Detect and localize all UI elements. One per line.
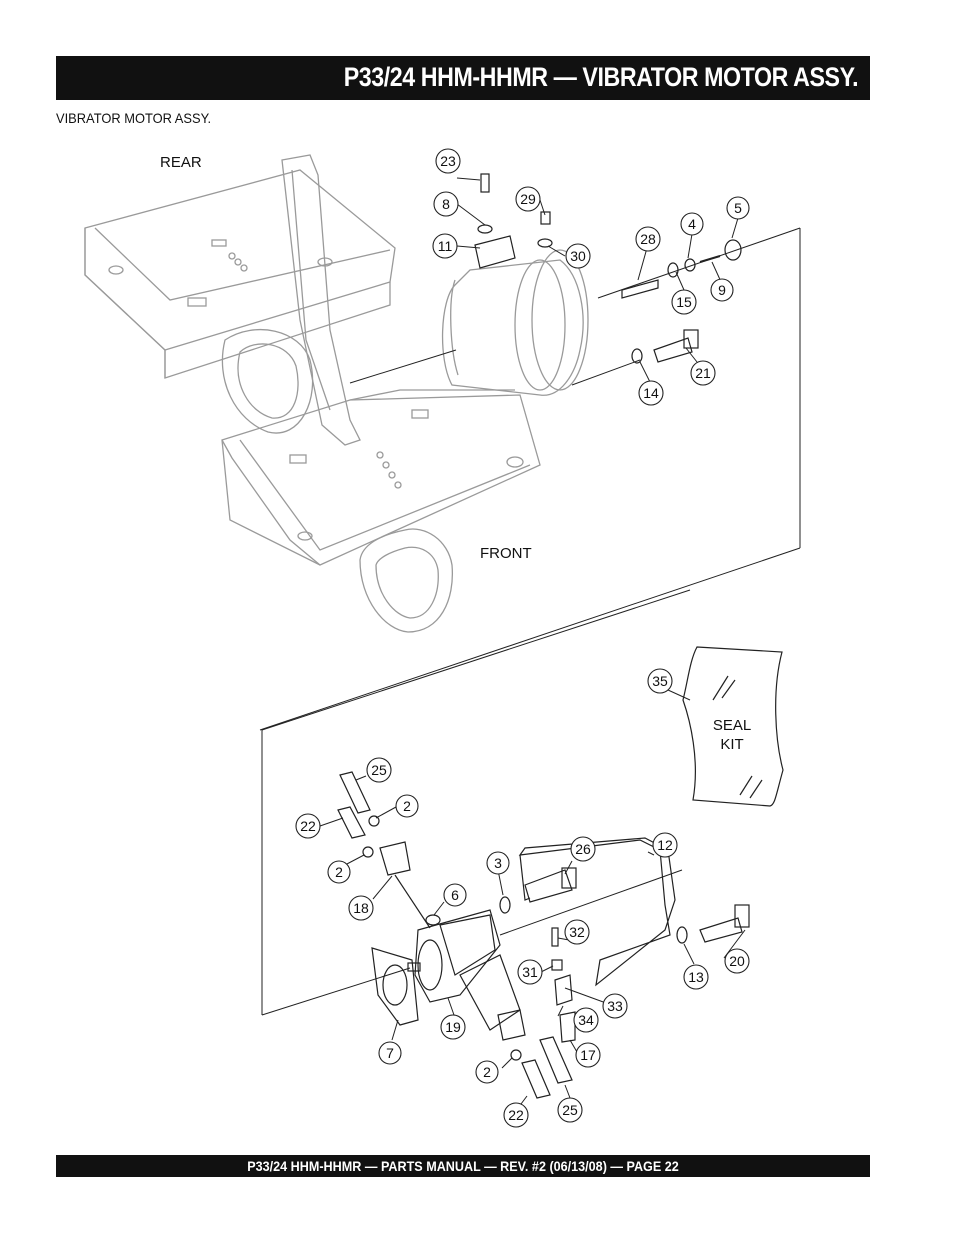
- svg-text:8: 8: [442, 196, 450, 212]
- svg-text:34: 34: [578, 1012, 594, 1028]
- callout-35: 35: [647, 668, 673, 694]
- page-footer-bar: P33/24 HHM-HHMR — PARTS MANUAL — REV. #2…: [56, 1155, 870, 1177]
- vibrator-motor-upper: [441, 235, 589, 396]
- callout-3: 3: [486, 851, 510, 875]
- svg-text:11: 11: [438, 238, 453, 254]
- callout-15: 15: [671, 289, 697, 315]
- callout-2-top: 2: [395, 794, 419, 818]
- callout-22-bottom: 22: [503, 1102, 529, 1128]
- svg-text:28: 28: [640, 231, 656, 247]
- callout-6: 6: [443, 883, 467, 907]
- page-header-bar: P33/24 HHM-HHMR — VIBRATOR MOTOR ASSY.: [56, 56, 870, 100]
- callout-18: 18: [348, 895, 374, 921]
- callout-30: 30: [565, 243, 591, 269]
- callout-22-top: 22: [295, 813, 321, 839]
- callout-25-bottom: 25: [557, 1097, 583, 1123]
- svg-text:7: 7: [386, 1045, 394, 1061]
- callout-17: 17: [575, 1042, 601, 1068]
- callout-29: 29: [515, 186, 541, 212]
- svg-text:23: 23: [440, 153, 456, 169]
- callout-2-mid: 2: [327, 860, 351, 884]
- callout-33: 33: [602, 993, 628, 1019]
- svg-text:21: 21: [695, 365, 711, 381]
- svg-text:6: 6: [451, 887, 459, 903]
- svg-text:26: 26: [575, 841, 591, 857]
- rear-label: REAR: [160, 154, 202, 171]
- svg-text:25: 25: [562, 1102, 578, 1118]
- svg-text:18: 18: [353, 900, 369, 916]
- callout-23: 23: [435, 148, 461, 174]
- svg-text:33: 33: [607, 998, 623, 1014]
- svg-text:31: 31: [522, 964, 538, 980]
- callout-13: 13: [683, 964, 709, 990]
- svg-text:32: 32: [569, 924, 585, 940]
- svg-text:4: 4: [688, 216, 696, 232]
- svg-text:20: 20: [729, 953, 745, 969]
- hydraulic-motor-lower: [337, 771, 750, 1099]
- svg-text:22: 22: [508, 1107, 524, 1123]
- callout-25-top: 25: [366, 757, 392, 783]
- svg-text:35: 35: [652, 673, 668, 689]
- upper-leader-lines: [259, 177, 801, 731]
- callout-34: 34: [573, 1007, 599, 1033]
- callout-20: 20: [724, 948, 750, 974]
- svg-text:22: 22: [300, 818, 316, 834]
- section-subtitle: VIBRATOR MOTOR ASSY.: [56, 110, 212, 126]
- page-title: P33/24 HHM-HHMR — VIBRATOR MOTOR ASSY.: [343, 62, 859, 92]
- svg-text:2: 2: [403, 798, 411, 814]
- seal-kit-bag: SEAL KIT: [682, 646, 784, 807]
- callout-9: 9: [710, 278, 734, 302]
- callout-5: 5: [726, 196, 750, 220]
- lower-frame-lines: [261, 589, 691, 1016]
- callout-2-bottom: 2: [475, 1060, 499, 1084]
- svg-text:17: 17: [580, 1047, 596, 1063]
- callout-14: 14: [638, 380, 664, 406]
- callout-21: 21: [690, 360, 716, 386]
- svg-text:3: 3: [494, 855, 502, 871]
- svg-text:2: 2: [335, 864, 343, 880]
- svg-text:13: 13: [688, 969, 704, 985]
- svg-text:25: 25: [371, 762, 387, 778]
- bracket-drawing: [518, 837, 676, 987]
- svg-text:14: 14: [643, 385, 659, 401]
- callout-19: 19: [440, 1014, 466, 1040]
- seal-kit-label-line1: SEAL: [713, 717, 751, 734]
- upper-small-parts: [477, 173, 742, 364]
- callout-26: 26: [570, 836, 596, 862]
- seal-kit-label-line2: KIT: [720, 736, 743, 753]
- svg-text:5: 5: [734, 200, 742, 216]
- callout-11: 11: [432, 233, 458, 259]
- callout-4: 4: [680, 212, 704, 236]
- svg-text:30: 30: [570, 248, 586, 264]
- callout-28: 28: [635, 226, 661, 252]
- svg-text:29: 29: [520, 191, 536, 207]
- screed-frame-drawing: REAR FRONT: [84, 154, 541, 633]
- svg-text:15: 15: [676, 294, 692, 310]
- callout-31: 31: [517, 959, 543, 985]
- callout-12: 12: [652, 832, 678, 858]
- callout-7: 7: [378, 1041, 402, 1065]
- callout-8: 8: [433, 191, 459, 217]
- svg-text:12: 12: [657, 837, 673, 853]
- svg-text:9: 9: [718, 282, 726, 298]
- front-label: FRONT: [480, 545, 532, 562]
- svg-text:19: 19: [445, 1019, 461, 1035]
- svg-text:2: 2: [483, 1064, 491, 1080]
- footer-text: P33/24 HHM-HHMR — PARTS MANUAL — REV. #2…: [247, 1158, 679, 1174]
- callout-32: 32: [564, 919, 590, 945]
